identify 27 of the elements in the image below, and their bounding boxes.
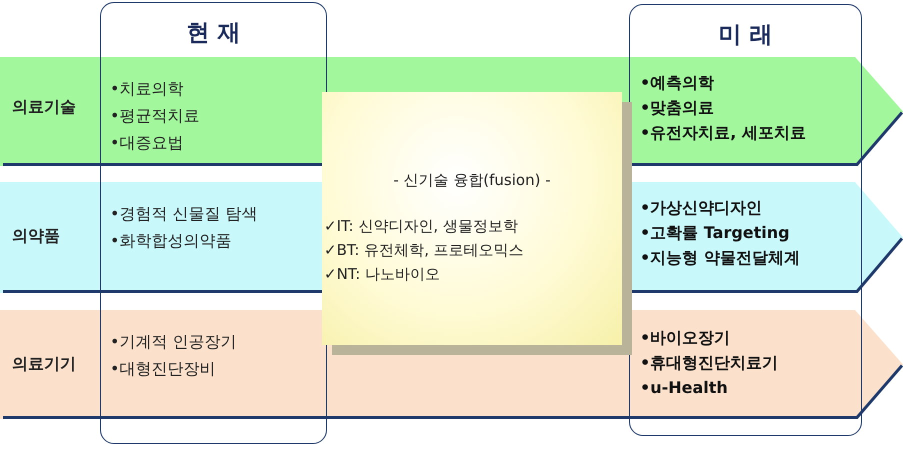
list-item: •예측의학 [640, 72, 714, 94]
list-item: •u-Health [640, 377, 728, 399]
list-item: •경험적 신물질 탐색 [110, 203, 258, 225]
column-frame [629, 4, 862, 436]
note-heading: - 신기술 융합(fusion) - [392, 170, 552, 191]
check-item: ✓IT: 신약디자인, 생물정보학 [324, 216, 518, 237]
list-item: •대형진단장비 [110, 358, 216, 380]
note-card [322, 92, 622, 345]
list-item: •맞춤의료 [640, 97, 714, 119]
check-item: ✓BT: 유전체학, 프로테오믹스 [324, 240, 524, 261]
list-item: •대증요법 [110, 132, 184, 154]
list-item: •유전자치료, 세포치료 [640, 122, 806, 144]
row-label: 의약품 [12, 225, 60, 247]
list-item: •가상신약디자인 [640, 197, 762, 219]
list-item: •평균적치료 [110, 105, 200, 127]
check-item: ✓NT: 나노바이오 [324, 264, 440, 285]
list-item: •화학합성의약품 [110, 230, 232, 252]
row-label: 의료기술 [12, 96, 76, 118]
column-heading: 미 래 [717, 21, 774, 50]
list-item: •휴대형진단치료기 [640, 352, 778, 374]
row-label: 의료기기 [12, 353, 76, 375]
list-item: •고확률 Targeting [640, 222, 790, 244]
list-item: •바이오장기 [640, 327, 730, 349]
list-item: •치료의학 [110, 78, 184, 100]
list-item: •기계적 인공장기 [110, 331, 237, 353]
column-heading: 현 재 [185, 19, 242, 48]
list-item: •지능형 약물전달체계 [640, 247, 800, 269]
